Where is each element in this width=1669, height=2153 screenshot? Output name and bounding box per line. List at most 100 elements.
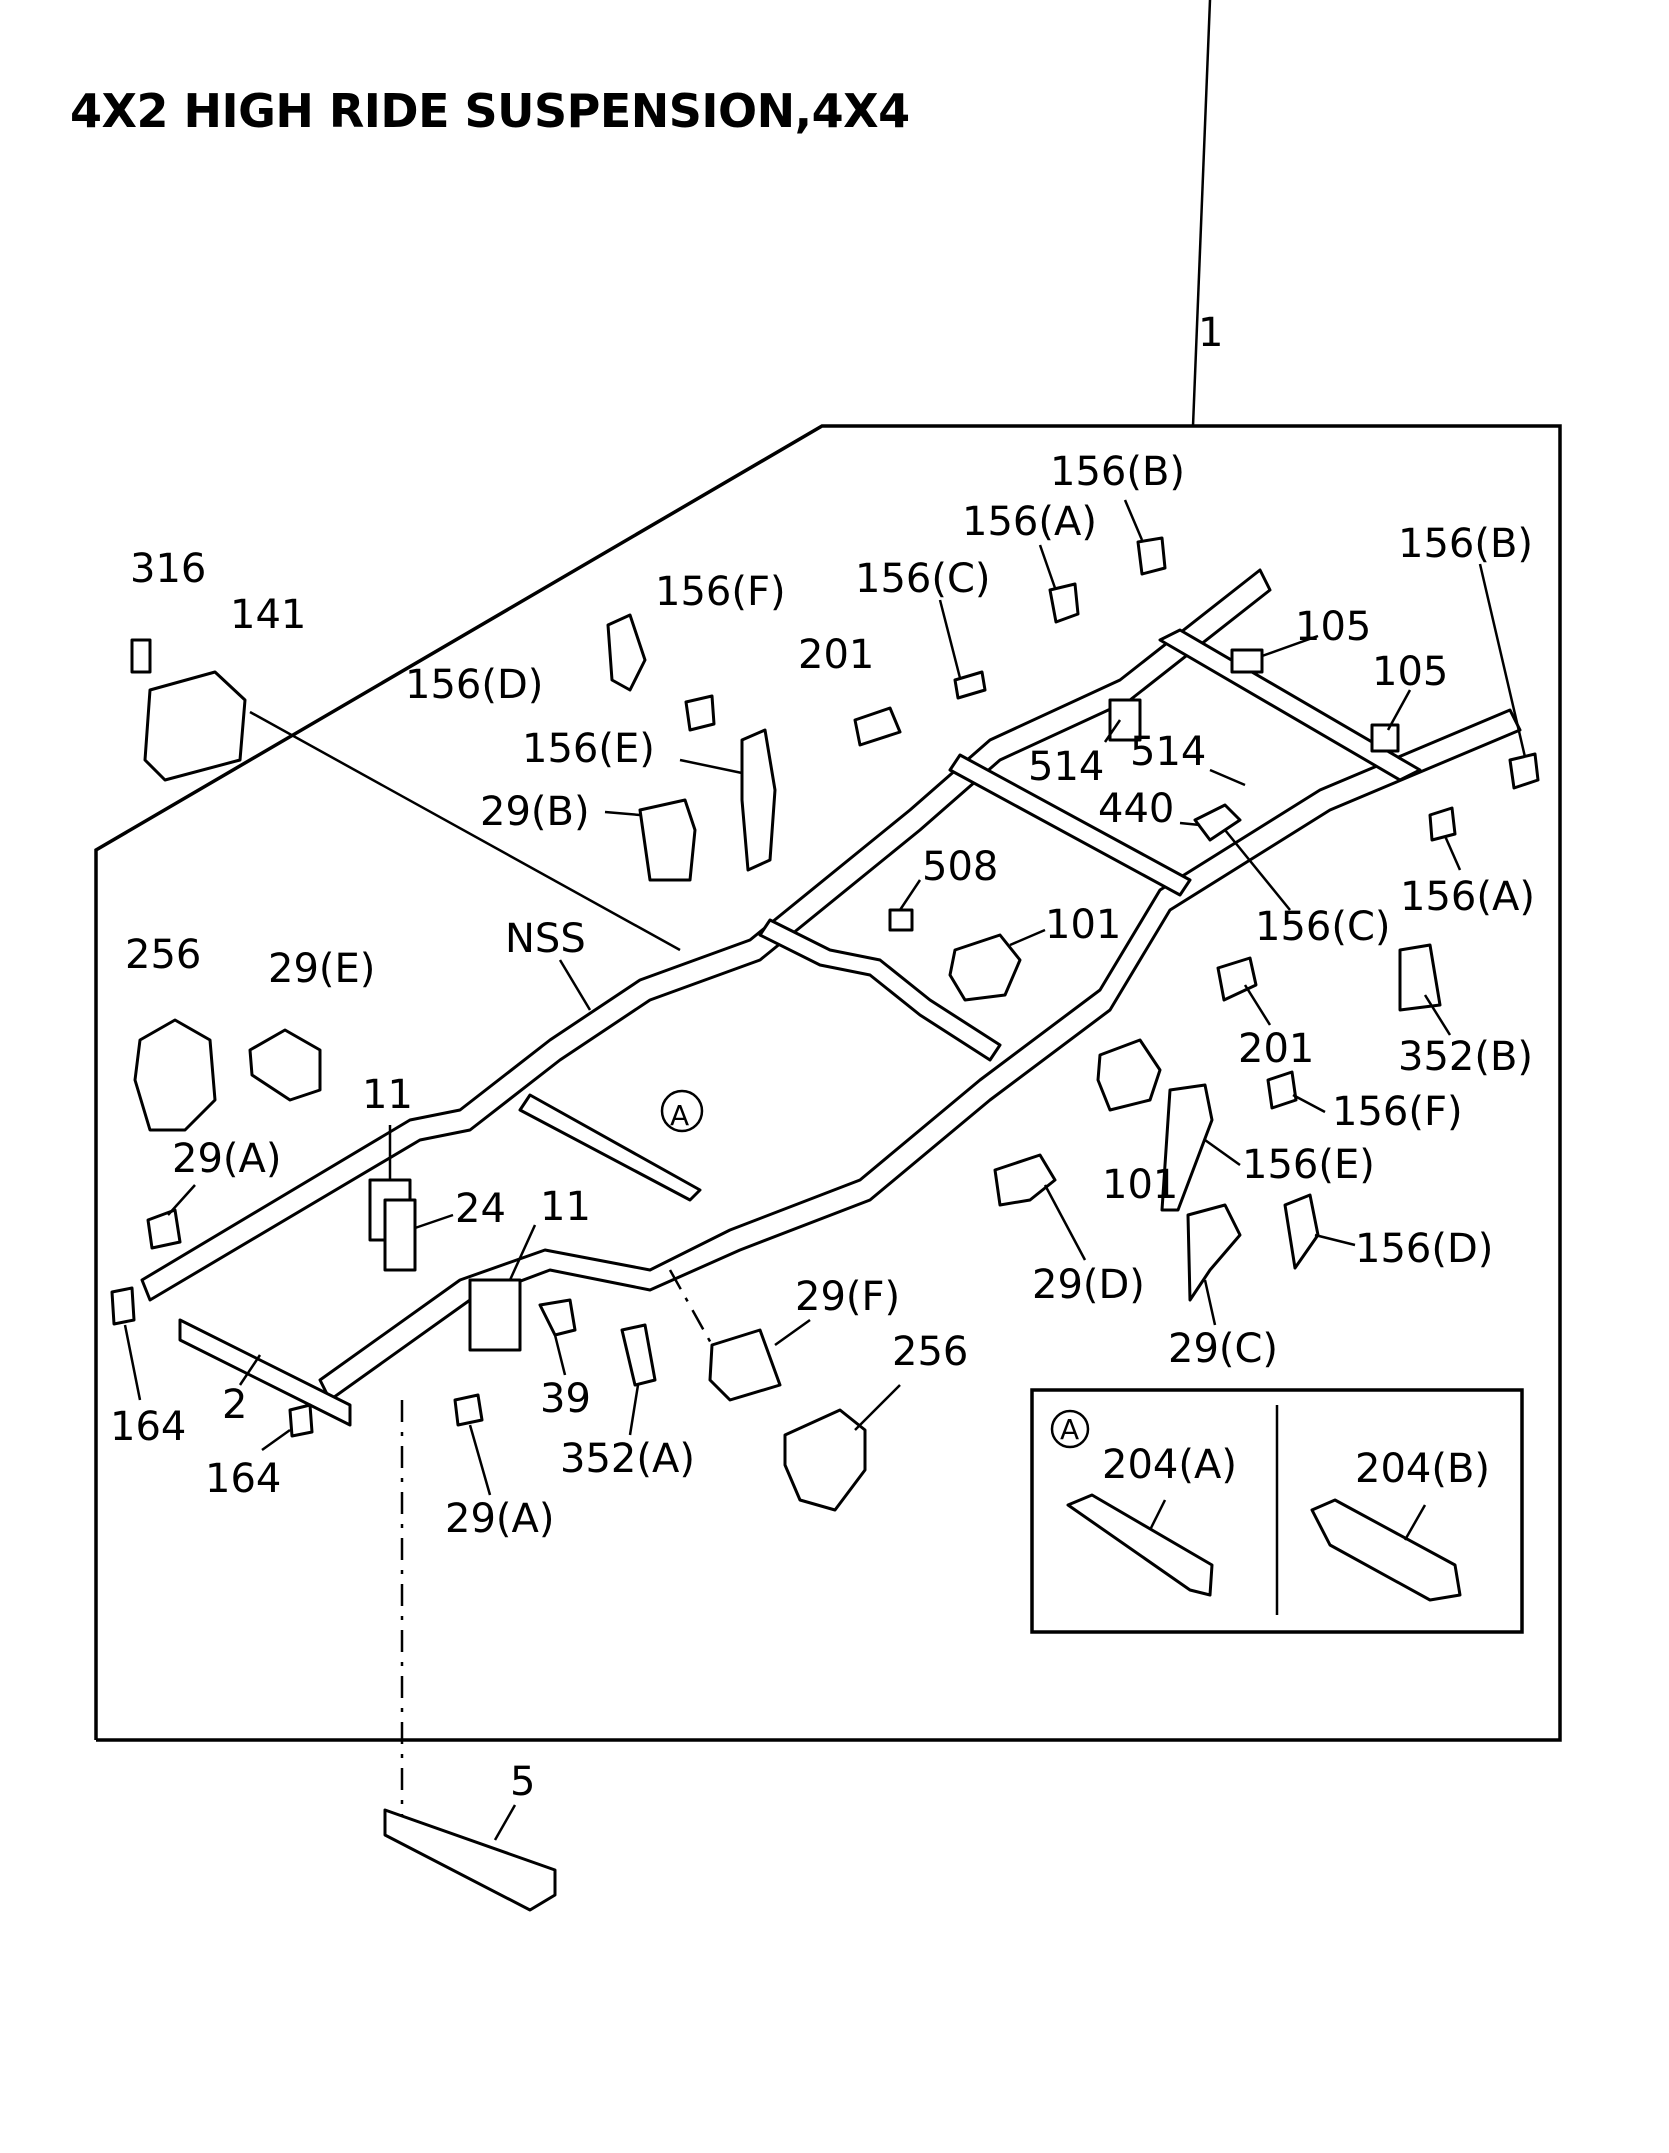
label-29f: 29(F) [795,1274,900,1320]
leader-24 [414,1213,454,1230]
left-frame-rail [140,568,1272,1302]
label-29c: 29(C) [1168,1326,1278,1372]
part-101-mid [1096,1038,1162,1112]
label-156b-right: 156(B) [1398,521,1533,567]
leader-514a [1103,719,1122,743]
leader-101-top [1009,928,1046,947]
leader-156b-right [1478,563,1527,758]
leader-156b-top [1123,499,1144,541]
leader-39 [553,1334,567,1376]
leader-204b [1403,1504,1427,1541]
leader-156c-top [938,599,962,679]
inset-a-circle-icon [1050,1409,1090,1449]
label-156a-top: 156(A) [962,499,1097,545]
leader-29f-dash [668,1269,714,1346]
leader-NSS [558,959,592,1011]
part-105-a [1230,648,1264,674]
label-105-b: 105 [1372,649,1448,695]
mid-crossmember-3 [948,753,1192,897]
label-inset-a: A [1060,1413,1079,1446]
leader-256-right [854,1384,901,1431]
part-156a-top [1048,582,1080,624]
label-156f-top: 156(F) [655,569,786,615]
part-105-b [1370,723,1400,753]
mid-crossmember-2 [758,918,1002,1062]
part-316 [130,638,152,674]
leader-105b [1386,689,1412,731]
part-256-left [133,1018,217,1132]
leader-352b [1423,994,1452,1036]
part-256-right [783,1408,867,1512]
bracket-508 [888,908,914,932]
part-156d-right [1283,1193,1320,1270]
label-a-circle: A [670,1099,689,1132]
part-156b-top [1136,536,1167,576]
part-29a-left [146,1208,182,1250]
label-156c-top: 156(C) [855,556,991,602]
label-316: 316 [130,546,206,592]
label-1: 1 [1198,310,1223,356]
leader-1 [1191,0,1212,427]
label-201-top: 201 [798,632,874,678]
part-440 [1193,803,1242,842]
leader-29f [774,1318,811,1347]
part-29f [708,1328,782,1402]
part-156e-right [1160,1083,1214,1212]
part-156d-top [606,613,647,692]
leader-164b [261,1428,291,1452]
label-204a: 204(A) [1102,1442,1237,1488]
part-29a-bottom [453,1393,484,1427]
label-352a: 352(A) [560,1436,695,1482]
leader-29b [604,810,641,817]
part-201-right [1216,956,1258,1002]
leader-156a-top [1038,544,1057,589]
label-29d: 29(D) [1032,1262,1145,1308]
leader-29a-bottom [468,1424,492,1496]
part-156e-top [740,728,777,872]
part-164-a [110,1286,136,1326]
label-105-a: 105 [1295,604,1371,650]
leader-29d [1043,1184,1087,1261]
part-204b [1310,1498,1462,1602]
leader-508 [898,879,922,911]
label-514-b: 514 [1130,729,1206,775]
part-201-top [853,706,902,747]
label-156f-right: 156(F) [1332,1089,1463,1135]
leader-156e-top [679,758,743,775]
leader-352a [628,1384,640,1436]
leader-29a-left [167,1184,196,1216]
label-nss: NSS [505,916,586,962]
label-256-left: 256 [125,932,201,978]
label-156d-right: 156(D) [1355,1226,1493,1272]
leader-5-label [493,1804,517,1841]
detail-a-circle-icon [660,1089,704,1133]
front-crossmember [178,1318,352,1427]
part-141 [143,670,247,782]
bracket-514 [1108,698,1142,742]
label-11-a: 11 [362,1072,413,1118]
part-156f-right [1266,1070,1298,1110]
part-29c [1186,1203,1242,1302]
label-156d-top: 156(D) [405,662,543,708]
part-164-b [288,1403,314,1438]
label-29a-bottom: 29(A) [445,1496,554,1542]
diagram-title: 4X2 HIGH RIDE SUSPENSION,4X4 [70,84,910,138]
label-141: 141 [230,592,306,638]
label-204b: 204(B) [1355,1446,1490,1492]
leader-204a [1148,1499,1167,1531]
label-156e-right: 156(E) [1242,1142,1375,1188]
leader-440 [1179,821,1201,827]
leader-164a [123,1324,142,1401]
part-352a [620,1323,657,1387]
part-29d [993,1153,1057,1207]
label-440: 440 [1098,786,1174,832]
leader-105a [1261,634,1319,658]
part-156b-right [1508,752,1540,790]
part-156a-right [1428,806,1457,842]
mid-crossmember-1 [518,1093,702,1202]
assembly-boundary [94,424,1562,1742]
part-204a [1066,1493,1214,1597]
leader-11b [508,1224,537,1281]
bracket-24 [383,1198,417,1272]
leader-156d-right [1314,1233,1356,1247]
